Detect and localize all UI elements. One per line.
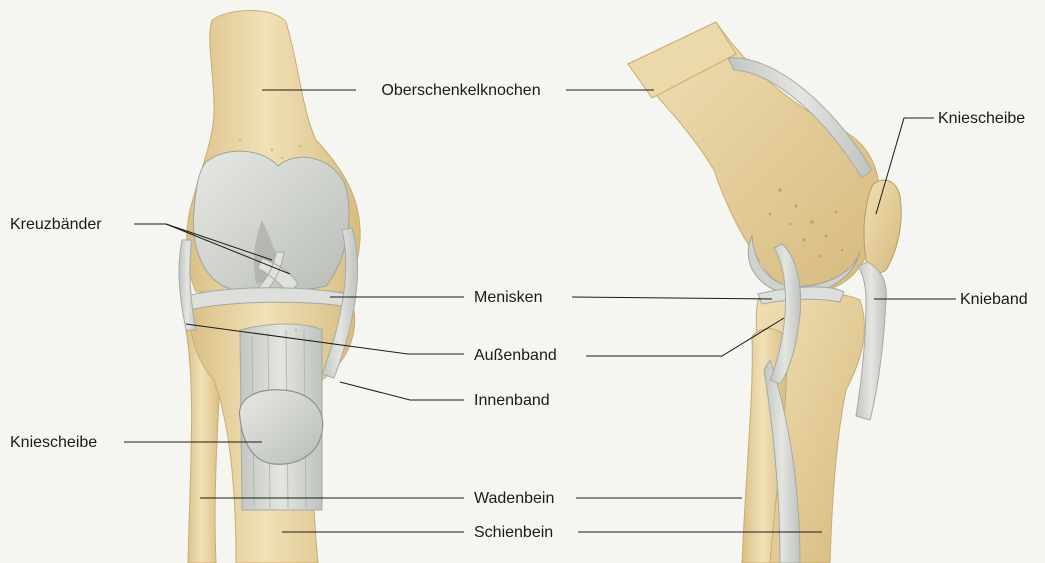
label-innenband: Innenband [474,392,550,409]
label-menisken: Menisken [474,289,542,306]
side-patella [864,180,901,273]
label-kniescheibe-right: Kniescheibe [938,110,1025,127]
label-knieband: Knieband [960,291,1028,308]
label-oberschenkelknochen: Oberschenkelknochen [381,82,540,99]
label-aussenband: Außenband [474,347,557,364]
leader-menisken-right [572,297,772,299]
label-wadenbein: Wadenbein [474,490,554,507]
side-knee-illustration [628,22,901,563]
label-kreuzbaender: Kreuzbänder [10,216,102,233]
leader-innenband [340,382,464,400]
label-schienbein: Schienbein [474,524,553,541]
front-knee-illustration [179,10,360,563]
label-kniescheibe-left: Kniescheibe [10,434,97,451]
